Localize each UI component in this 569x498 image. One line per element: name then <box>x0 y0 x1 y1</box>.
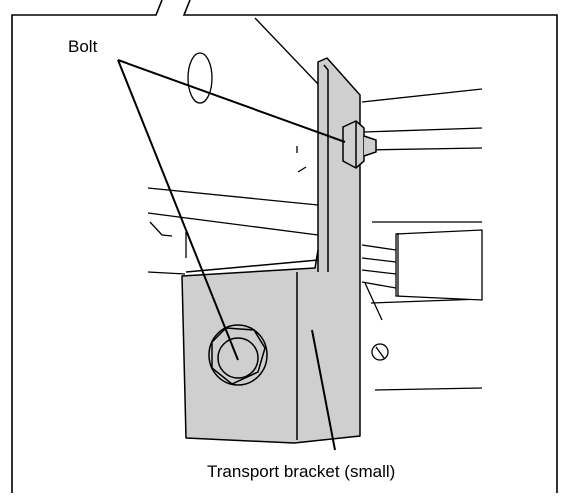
bolt-label: Bolt <box>68 37 98 56</box>
leader-lines <box>117 59 346 451</box>
callout-frame <box>11 0 558 493</box>
upper-bolt <box>342 120 377 169</box>
bolt-leader-lower <box>117 59 239 361</box>
diagonal-edge <box>254 17 319 85</box>
lower-bolt <box>208 324 268 386</box>
bracket-label: Transport bracket (small) <box>207 462 395 481</box>
bolt-leader-upper <box>117 59 346 143</box>
right-block <box>395 229 483 301</box>
rear-hole <box>187 52 213 104</box>
machine-outline <box>147 17 483 391</box>
bracket-leader <box>311 329 336 451</box>
small-hole <box>371 343 389 361</box>
